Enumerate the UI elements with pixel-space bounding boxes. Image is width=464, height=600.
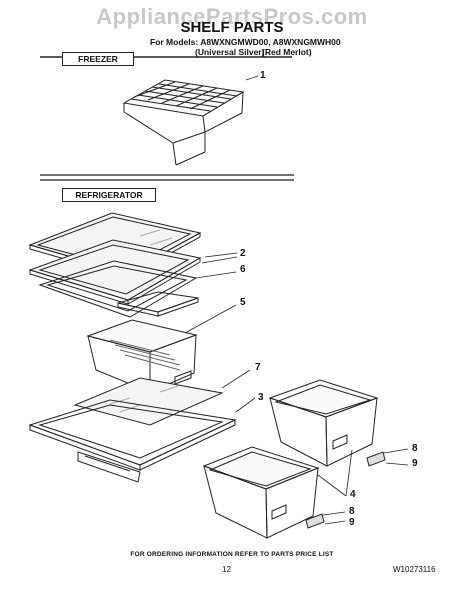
- callout-9-lower: 9: [349, 517, 355, 528]
- leader-3: [235, 397, 256, 413]
- callout-1: 1: [260, 70, 266, 81]
- leader-8a: [383, 448, 409, 454]
- callout-3: 3: [258, 392, 264, 403]
- leader-7: [221, 369, 251, 389]
- model-color-1: (Universal Silver): [195, 47, 265, 57]
- crisper-drawer-left: [202, 446, 320, 539]
- leader-4a: [317, 474, 347, 497]
- leader-5: [184, 304, 237, 334]
- callout-7: 7: [255, 362, 261, 373]
- model-numbers: For Models: A8WXNGMWD00, A8WXNGMWH00: [150, 37, 341, 47]
- leader-9a: [385, 462, 409, 466]
- page-number: 12: [222, 565, 231, 574]
- callout-4: 4: [350, 489, 356, 500]
- crisper-glass: [73, 377, 224, 426]
- freezer-label: FREEZER: [62, 52, 134, 66]
- glass-shelf-lower: [28, 239, 202, 305]
- leader-1: [245, 75, 259, 81]
- ordering-note: FOR ORDERING INFORMATION REFER TO PARTS …: [130, 551, 334, 558]
- leader-9b: [324, 520, 346, 525]
- crisper-cover: [117, 291, 199, 317]
- callout-8-lower: 8: [349, 506, 355, 517]
- model-color-2: (Red Merlot): [262, 47, 312, 57]
- drawer-clip-lower: [305, 513, 325, 529]
- callout-8-upper: 8: [412, 443, 418, 454]
- leader-2a: [204, 252, 238, 258]
- meat-drawer: [86, 319, 198, 393]
- callout-6: 6: [240, 264, 246, 275]
- page-title: SHELF PARTS: [180, 19, 284, 36]
- leader-8b: [322, 511, 346, 516]
- shelf-frame: [38, 260, 237, 318]
- freezer-wire-shelf: [122, 79, 245, 166]
- crisper-frame: [28, 399, 237, 483]
- callout-2: 2: [240, 248, 246, 259]
- crisper-drawer-right: [268, 379, 379, 467]
- callout-9-upper: 9: [412, 458, 418, 469]
- leader-4b: [345, 449, 353, 497]
- watermark: AppliancePartsPros.com: [96, 4, 368, 29]
- leader-2b: [201, 256, 238, 264]
- refrigerator-label: REFRIGERATOR: [62, 188, 156, 202]
- drawer-clip-upper: [366, 451, 386, 467]
- document-number: W10273116: [393, 565, 436, 574]
- callout-5: 5: [240, 297, 246, 308]
